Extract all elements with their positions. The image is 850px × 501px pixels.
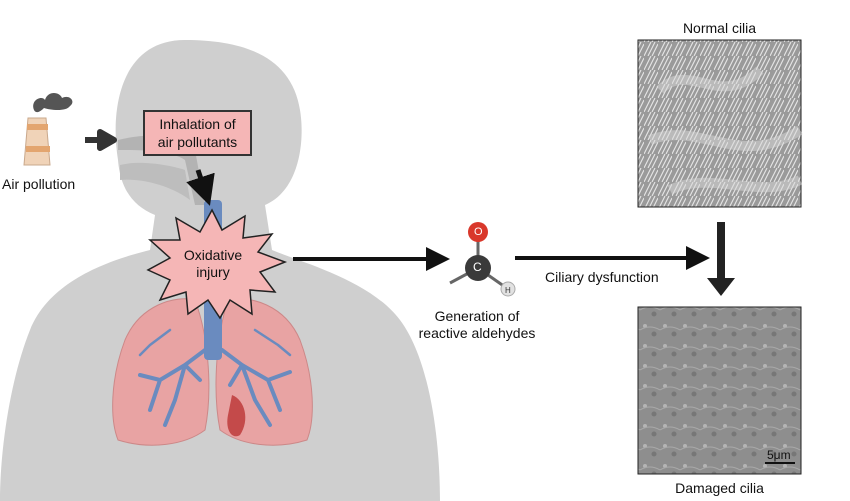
ciliary-dysfunction-label: Ciliary dysfunction bbox=[545, 269, 659, 285]
inhalation-line1: Inhalation of bbox=[159, 116, 236, 132]
generation-label: Generation of reactive aldehydes bbox=[402, 308, 552, 342]
damaged-cilia-image bbox=[637, 306, 802, 475]
lungs bbox=[112, 298, 313, 446]
factory-icon bbox=[23, 93, 73, 166]
oxidative-burst bbox=[146, 208, 288, 320]
oxidative-injury-label: Oxidative injury bbox=[178, 247, 248, 281]
air-pollution-label: Air pollution bbox=[2, 176, 76, 192]
generation-line1: Generation of bbox=[434, 308, 520, 324]
oxidative-line2: injury bbox=[196, 264, 230, 280]
scale-bar-label: 5μm bbox=[767, 448, 791, 462]
normal-cilia-label: Normal cilia bbox=[682, 20, 757, 36]
damaged-cilia-label: Damaged cilia bbox=[675, 480, 764, 496]
atom-c-label: C bbox=[473, 260, 482, 274]
inhalation-box: Inhalation of air pollutants bbox=[143, 110, 252, 156]
process-arrows bbox=[85, 129, 735, 296]
inhalation-line2: air pollutants bbox=[157, 134, 238, 150]
oxidative-line1: Oxidative bbox=[183, 247, 243, 263]
generation-line2: reactive aldehydes bbox=[418, 325, 536, 341]
atom-o-label: O bbox=[474, 226, 483, 238]
aldehyde-molecule bbox=[449, 222, 516, 297]
atom-h-label: H bbox=[505, 286, 511, 295]
